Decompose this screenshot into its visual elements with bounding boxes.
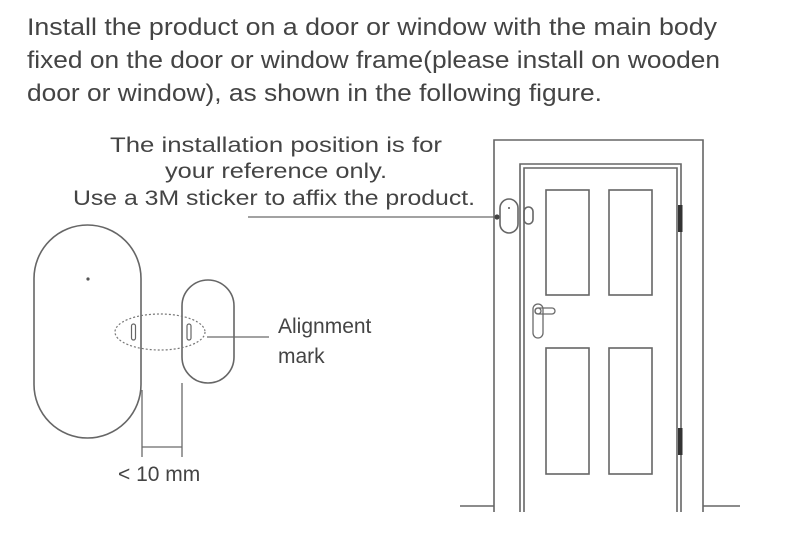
instruction-line-2: fixed on the door or window frame(please…	[27, 47, 720, 74]
instruction-line-1: Install the product on a door or window …	[27, 14, 717, 41]
alignment-ellipse	[114, 313, 206, 351]
hinge-top	[678, 205, 683, 232]
door-panel-top-right	[608, 189, 653, 296]
indicator-light-icon	[86, 277, 90, 281]
alignment-label-line-1: Alignment	[278, 315, 372, 338]
alignment-mark-body	[130, 323, 137, 341]
alignment-mark-magnet	[186, 323, 192, 341]
callout-line-3: Use a 3M sticker to affix the product.	[73, 187, 475, 210]
installed-sensor-magnet	[523, 206, 534, 225]
installed-sensor-light	[508, 207, 510, 209]
sensor-magnet	[181, 279, 235, 384]
installed-sensor-body	[499, 198, 519, 234]
door-leaf	[523, 167, 678, 512]
door-frame	[493, 139, 704, 512]
door-handle-icon	[532, 303, 556, 339]
callout-line-1: The installation position is for	[110, 134, 442, 157]
gap-label: < 10 mm	[118, 463, 200, 486]
door-panel-bottom-left	[545, 347, 590, 475]
alignment-label-line-2: mark	[278, 345, 325, 368]
callout-leader-dot	[494, 214, 500, 220]
instruction-line-3: door or window), as shown in the followi…	[27, 80, 602, 107]
sensor-main-body	[33, 224, 142, 439]
callout-line-2: your reference only.	[165, 160, 387, 183]
callout-text: The installation position is for your re…	[73, 134, 475, 210]
door-panel-top-left	[545, 189, 590, 296]
instruction-paragraph: Install the product on a door or window …	[27, 14, 720, 107]
door-panel-bottom-right	[608, 347, 653, 475]
door-illustration	[460, 139, 740, 512]
hinge-bottom	[678, 428, 683, 455]
door-outer-edge	[519, 163, 682, 512]
sensor-detail: < 10 mm Alignment mark	[33, 224, 372, 486]
